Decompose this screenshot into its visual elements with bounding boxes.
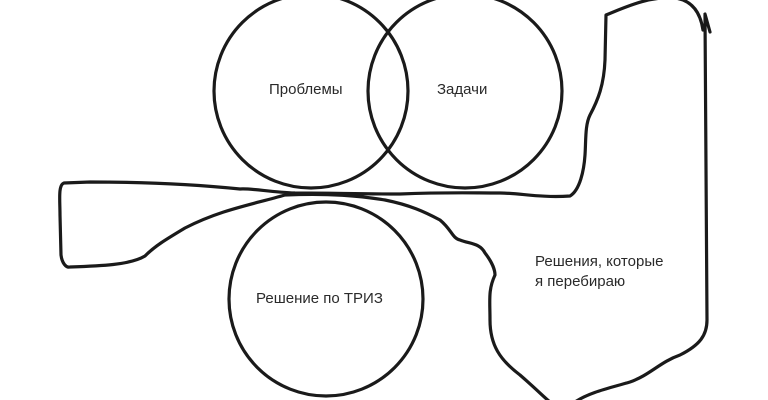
label-tasks: Задачи xyxy=(437,81,488,98)
label-triz: Решение по ТРИЗ xyxy=(256,290,383,307)
freeform-solutions-region[interactable] xyxy=(58,0,712,400)
circle-tasks[interactable] xyxy=(366,0,564,190)
label-solutions-line1: Решения, которые xyxy=(535,253,664,270)
circle-problems[interactable] xyxy=(212,0,410,190)
label-solutions-line2: я перебираю xyxy=(535,273,626,290)
label-problems: Проблемы xyxy=(269,81,343,98)
circle-triz[interactable] xyxy=(227,200,425,398)
